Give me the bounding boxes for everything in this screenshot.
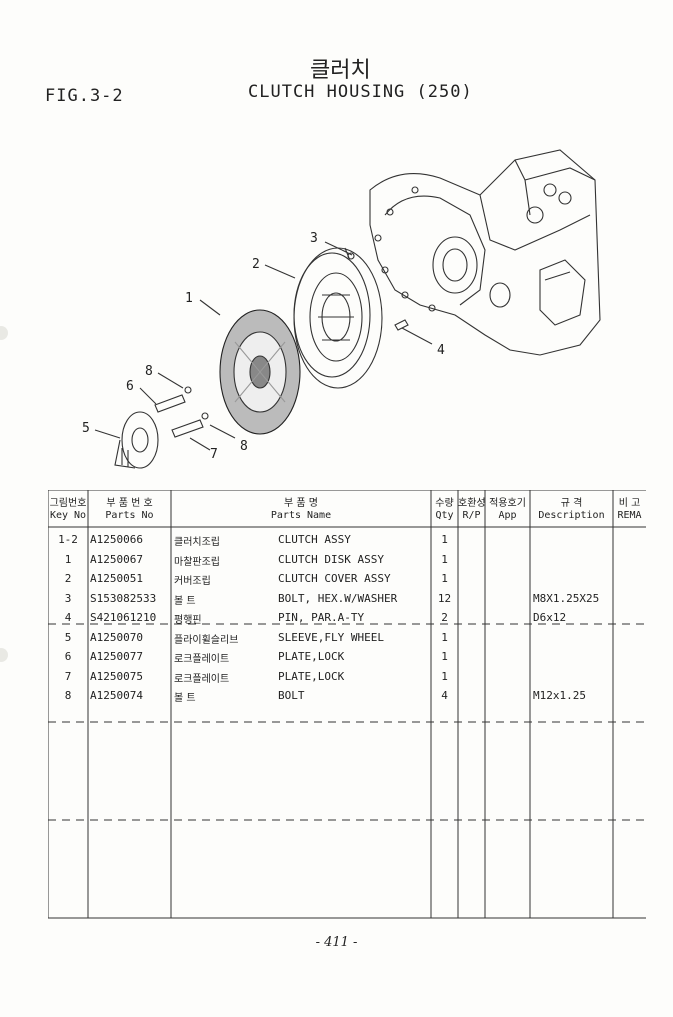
row-kr: 볼 트: [174, 595, 196, 607]
header-qty-en: Qty: [435, 510, 454, 521]
flywheel-sleeve-drawing: [114, 411, 159, 469]
header-rp-kr: 호환성: [458, 498, 486, 509]
leader-8b: [209, 424, 236, 439]
row-qty: 12: [437, 591, 452, 605]
row-part: A1250066: [90, 533, 143, 546]
row-key: 8: [64, 689, 72, 702]
row-key: 6: [64, 650, 72, 663]
row-part: A1250075: [90, 669, 143, 683]
leader-2: [264, 264, 296, 279]
leader-5: [94, 429, 121, 439]
row-key: 4: [64, 611, 72, 624]
header-name-en: Parts Name: [270, 510, 332, 521]
row-part: S421061210: [90, 611, 157, 624]
header-part-en: Parts No: [105, 510, 154, 521]
row-key: 3: [64, 591, 72, 605]
leader-6: [139, 387, 157, 405]
callout-2: 2: [252, 257, 260, 272]
leader-1: [199, 299, 221, 316]
row-qty: 1: [441, 669, 448, 683]
callout-5: 5: [82, 421, 90, 436]
row-part: A1250077: [90, 650, 143, 663]
row-part: A1250070: [90, 630, 143, 644]
row-qty: 1: [441, 630, 448, 644]
punch-hole-top: [0, 326, 8, 340]
title-english: CLUTCH HOUSING (250): [248, 82, 473, 102]
header-key-en: Key No: [49, 510, 87, 521]
callout-3: 3: [310, 231, 318, 246]
row-name: SLEEVE,FLY WHEEL: [278, 630, 384, 644]
row-kr: 평행핀: [174, 615, 202, 626]
pin-drawing: [394, 319, 409, 331]
lock-plate-drawing: [154, 386, 209, 438]
row-name: CLUTCH ASSY: [278, 533, 351, 546]
header-key-kr: 그림번호: [49, 498, 87, 509]
leader-7: [189, 437, 211, 451]
callout-4: 4: [437, 343, 445, 358]
header-rem-en: REMA: [617, 510, 642, 521]
row-qty: 1: [441, 650, 448, 663]
callout-1: 1: [185, 291, 193, 306]
header-app-en: App: [498, 510, 517, 521]
row-name: CLUTCH DISK ASSY: [278, 552, 384, 566]
header-qty-kr: 수량: [435, 498, 454, 509]
leader-8a: [157, 372, 184, 389]
row-qty: 1: [441, 533, 448, 546]
row-qty: 1: [441, 552, 448, 566]
row-kr: 커버조립: [174, 576, 211, 587]
header-rp-en: R/P: [462, 510, 481, 521]
row-kr: 볼 트: [174, 693, 196, 704]
row-key: 1: [64, 552, 72, 566]
header-part-kr: 부 품 번 호: [106, 498, 153, 509]
punch-hole-bottom: [0, 648, 8, 662]
callout-8b: 8: [240, 439, 248, 454]
callout-8a: 8: [145, 364, 153, 379]
row-kr: 클러치조립: [174, 537, 220, 548]
row-qty: 2: [441, 611, 448, 624]
row-part: A1250067: [90, 552, 143, 566]
row-desc: M12x1.25: [533, 689, 586, 702]
leader-4: [401, 327, 433, 345]
row-name: PIN, PAR.A-TY: [278, 611, 365, 624]
parts-table: 그림번호 Key No 부 품 번 호 Parts No 부 품 명 Parts…: [48, 490, 646, 920]
row-key: 1-2: [58, 533, 78, 546]
leader-3: [324, 241, 343, 251]
row-key: 7: [64, 669, 72, 683]
header-desc-en: Description: [538, 510, 605, 521]
row-part: S153082533: [90, 591, 157, 605]
row-name: PLATE,LOCK: [278, 669, 345, 683]
row-name: BOLT: [278, 689, 305, 702]
header-rem-kr: 비 고: [618, 498, 641, 509]
clutch-cover-drawing: [293, 247, 383, 389]
row-kr: 마찰판조립: [174, 556, 220, 568]
exploded-diagram: 1 2 3 4 5 6 7 8 8: [82, 149, 601, 469]
callout-6: 6: [126, 379, 134, 394]
row-name: CLUTCH COVER ASSY: [278, 572, 391, 585]
callout-7: 7: [210, 447, 218, 462]
title-korean: 클러치: [310, 58, 371, 83]
row-kr: 로크플레이트: [174, 673, 230, 685]
bolt-drawing: [341, 247, 355, 260]
page-number: - 411 -: [315, 935, 358, 950]
row-qty: 1: [441, 572, 448, 585]
row-desc: D6x12: [533, 611, 567, 624]
row-key: 5: [64, 630, 72, 644]
row-name: BOLT, HEX.W/WASHER: [278, 591, 398, 605]
row-key: 2: [64, 572, 72, 585]
row-part: A1250074: [90, 689, 143, 702]
row-qty: 4: [441, 689, 448, 702]
row-name: PLATE,LOCK: [278, 650, 345, 663]
row-part: A1250051: [90, 572, 143, 585]
table-grid: [48, 490, 646, 919]
header-app-kr: 적용호기: [489, 498, 526, 509]
clutch-disc-drawing: [219, 309, 301, 435]
row-kr: 플라이휠슬리브: [174, 634, 239, 646]
clutch-housing-drawing: [369, 149, 601, 356]
row-kr: 로크플레이트: [174, 654, 230, 665]
row-desc: M8X1.25X25: [533, 591, 600, 605]
figure-label: FIG.3-2: [45, 86, 124, 106]
header-name-kr: 부 품 명: [284, 498, 318, 509]
header-desc-kr: 규 격: [560, 498, 583, 509]
